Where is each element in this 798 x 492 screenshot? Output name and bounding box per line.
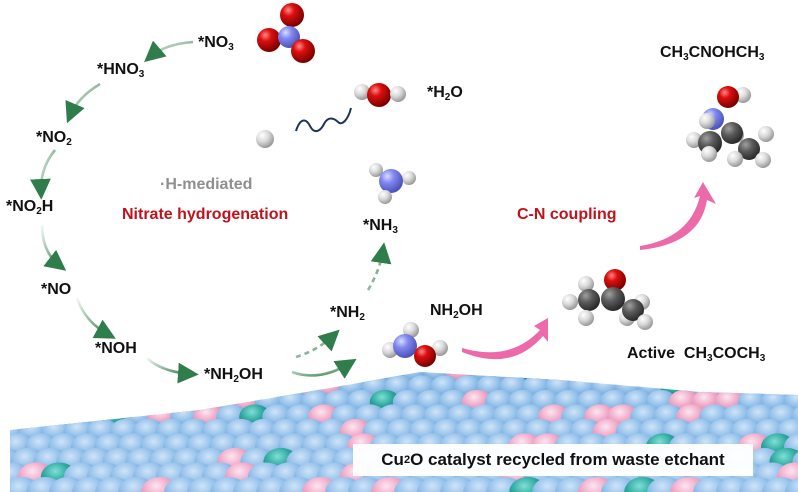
nitrate-hydrogenation-title: Nitrate hydrogenation bbox=[122, 206, 289, 223]
pink-arrow-1 bbox=[462, 318, 548, 360]
pathway-arrows bbox=[30, 40, 392, 384]
h-mediated-label: ·H-mediated bbox=[160, 176, 253, 193]
label-no3: *NO3 bbox=[198, 34, 234, 53]
nh3-molecule bbox=[369, 163, 416, 204]
cn-coupling-title: C-N coupling bbox=[517, 206, 617, 223]
arrow-no3-to-hno3 bbox=[144, 40, 194, 63]
h-atom bbox=[256, 130, 274, 148]
label-oxime: CH3CNOHCH3 bbox=[660, 44, 765, 63]
arrow-no2h-to-no bbox=[40, 224, 67, 271]
wavy-line-icon bbox=[295, 107, 352, 132]
label-no2: *NO2 bbox=[36, 129, 72, 148]
label-nh2oh-free: NH2OH bbox=[430, 302, 483, 321]
oxime-molecule bbox=[686, 86, 774, 168]
nh2oh-molecule bbox=[382, 322, 448, 367]
surface-atom bbox=[785, 476, 798, 492]
arrow-no-to-noh bbox=[75, 297, 116, 339]
label-nh2oh-adsorbed: *NH2OH bbox=[204, 366, 263, 385]
arrow-no2-to-no2h bbox=[30, 149, 57, 200]
label-active-acetone: Active CH3COCH3 bbox=[627, 345, 766, 364]
arrow-nh2oh-to-free bbox=[291, 358, 357, 379]
arrow-nh2oh-to-nh2-dashed bbox=[295, 329, 340, 359]
cn-coupling-arrows bbox=[462, 182, 716, 360]
label-noh: *NOH bbox=[95, 340, 137, 357]
label-nh2: *NH2 bbox=[330, 304, 365, 323]
arrow-hno3-to-no2 bbox=[65, 82, 101, 124]
label-h2o: *H2O bbox=[427, 84, 463, 103]
label-no2h: *NO2H bbox=[6, 198, 54, 217]
h2o-molecule bbox=[354, 83, 406, 107]
label-no: *NO bbox=[41, 281, 72, 298]
acetone-molecule bbox=[562, 269, 653, 330]
label-hno3: *HNO3 bbox=[97, 61, 145, 80]
pink-arrow-2 bbox=[640, 182, 716, 250]
label-nh3: *NH3 bbox=[363, 217, 398, 236]
arrow-noh-to-nh2oh bbox=[146, 357, 199, 384]
arrow-nh2-to-nh3-dashed bbox=[366, 242, 392, 291]
no3-molecule bbox=[257, 3, 315, 63]
